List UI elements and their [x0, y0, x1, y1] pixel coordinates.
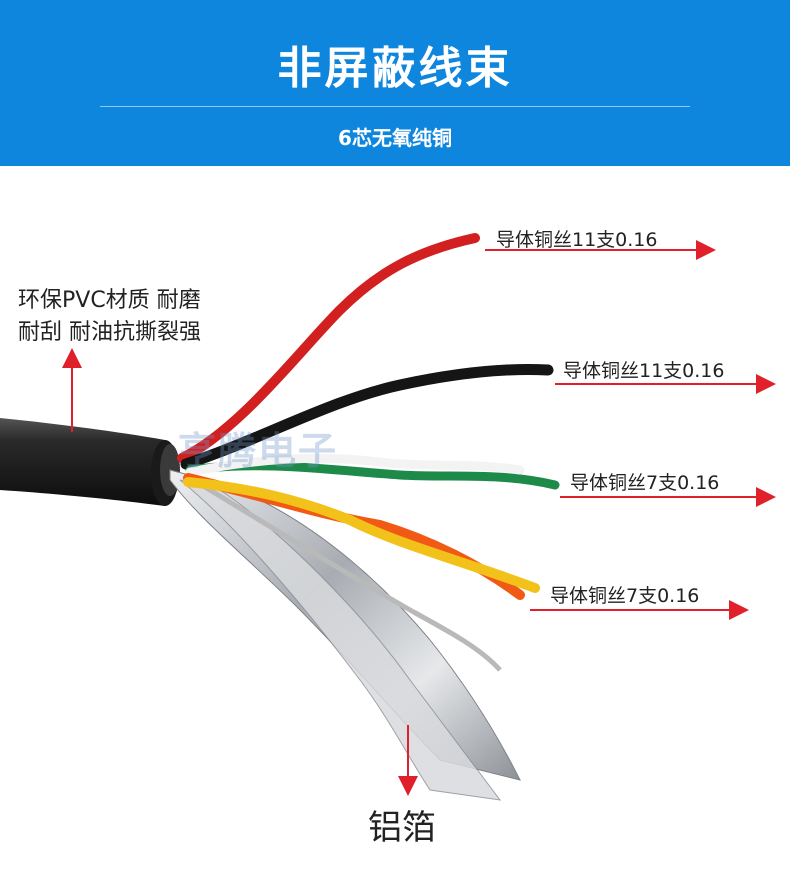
label-conductor-yellow: 导体铜丝7支0.16	[550, 585, 700, 607]
white-wire	[185, 453, 525, 477]
red-wire	[177, 233, 480, 463]
label-jacket-line1: 环保PVC材质 耐磨	[18, 288, 201, 313]
label-conductor-black: 导体铜丝11支0.16	[563, 360, 725, 382]
label-arrows	[62, 240, 776, 796]
label-jacket-line2: 耐刮 耐油抗撕裂强	[18, 320, 201, 345]
watermark: 亨腾电子	[178, 429, 339, 473]
banner-divider	[100, 106, 690, 107]
drain-wire	[188, 475, 502, 672]
foil-strip	[179, 479, 502, 801]
label-conductor-green: 导体铜丝7支0.16	[570, 472, 720, 494]
label-foil: 铝箔	[368, 808, 436, 848]
black-wire	[180, 364, 554, 470]
banner-subtitle: 6芯无氧纯铜	[338, 126, 452, 150]
cable-jacket	[0, 418, 180, 506]
cable-photo	[0, 233, 776, 801]
header-banner: 非屏蔽线束 6芯无氧纯铜	[0, 0, 790, 166]
label-conductor-red: 导体铜丝11支0.16	[496, 229, 658, 251]
yellow-wire	[183, 477, 540, 593]
banner-title: 非屏蔽线束	[277, 43, 513, 94]
